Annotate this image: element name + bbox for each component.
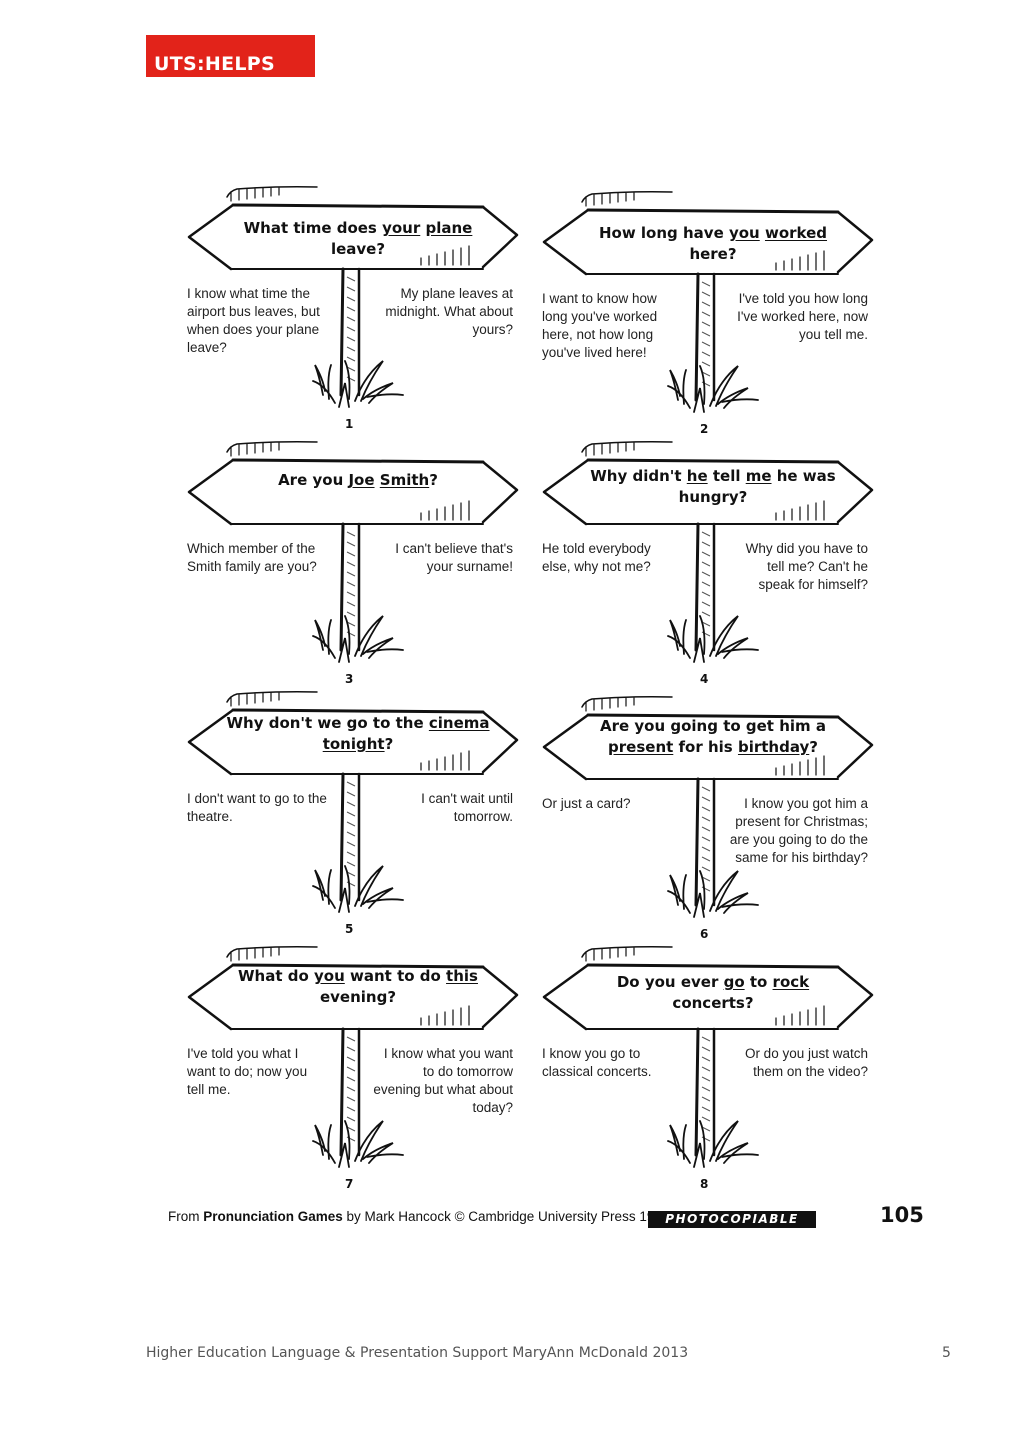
stressed-word: you xyxy=(728,224,760,242)
right-response: I can't believe that's your surname! xyxy=(395,541,513,574)
right-response: Why did you have to tell me? Can't he sp… xyxy=(745,541,868,592)
photocopiable-badge: PHOTOCOPIABLE xyxy=(648,1211,816,1228)
sign-question: Do you ever go to rock concerts? xyxy=(578,972,848,1014)
stressed-word: he xyxy=(686,467,708,485)
stressed-word: present xyxy=(608,738,674,756)
right-response: Or do you just watch them on the video? xyxy=(744,1046,868,1079)
signpost-card: Are you going to get him a present for h… xyxy=(538,695,878,941)
stressed-word: go xyxy=(723,973,745,991)
left-response: He told everybody else, why not me? xyxy=(542,541,651,574)
sign-question: Why didn't he tell me he was hungry? xyxy=(578,466,848,508)
left-response: I know what time the airport bus leaves,… xyxy=(187,286,320,355)
right-response: I know you got him a present for Christm… xyxy=(729,796,868,865)
book-page-number: 105 xyxy=(880,1203,924,1227)
stressed-word: you xyxy=(314,967,345,985)
question-text: ? xyxy=(429,471,438,489)
question-text: he was hungry? xyxy=(678,467,836,506)
right-response: I know what you want to do tomorrow even… xyxy=(373,1046,513,1115)
sign-number: 2 xyxy=(700,422,709,436)
sign-number: 7 xyxy=(345,1177,354,1191)
sign-question: What do you want to do this evening? xyxy=(223,966,493,1008)
logo-text: UTS:HELPS xyxy=(154,53,275,75)
question-text: want to do xyxy=(344,967,447,985)
signpost-drawing xyxy=(187,441,519,663)
sign-question: How long have you worked here? xyxy=(578,223,848,265)
right-response: My plane leaves at midnight. What about … xyxy=(385,286,513,337)
sign-question: Why don't we go to the cinema tonight? xyxy=(223,713,493,755)
sign-number: 5 xyxy=(345,922,354,936)
book-credit: From Pronunciation Games by Mark Hancock… xyxy=(168,1209,669,1224)
stressed-word: birthday xyxy=(737,738,810,756)
signpost-drawing xyxy=(187,946,519,1168)
credit-rest: by Mark Hancock © Cambridge University P… xyxy=(342,1209,670,1224)
question-text: ? xyxy=(809,738,818,756)
question-text: What time does xyxy=(243,219,383,237)
left-response: I want to know how long you've worked he… xyxy=(542,291,658,360)
question-text: What do xyxy=(238,967,315,985)
stressed-word: cinema xyxy=(428,714,490,732)
stressed-word: Joe xyxy=(348,471,375,489)
signpost-drawing xyxy=(542,946,874,1168)
signpost-drawing xyxy=(542,441,874,663)
question-text: ? xyxy=(384,735,394,753)
right-response: I've told you how long I've worked here,… xyxy=(737,291,868,342)
signpost-card: What do you want to do this evening? I've… xyxy=(183,945,523,1191)
stressed-word: rock xyxy=(772,973,810,991)
stressed-word: worked xyxy=(764,224,828,242)
question-text: Are you going to get him a xyxy=(599,717,826,735)
sign-number: 4 xyxy=(700,672,709,686)
sign-question: Are you going to get him a present for h… xyxy=(578,716,848,758)
sign-number: 3 xyxy=(345,672,354,686)
sign-question: Are you Joe Smith? xyxy=(223,470,493,491)
left-response: Which member of the Smith family are you… xyxy=(187,541,317,574)
uts-helps-logo: UTS:HELPS xyxy=(146,35,315,77)
left-response: I don't want to go to the theatre. xyxy=(187,791,327,824)
signpost-drawing xyxy=(187,186,519,408)
sign-number: 6 xyxy=(700,927,709,941)
question-text: evening? xyxy=(319,988,397,1006)
signpost-card: Why didn't he tell me he was hungry? He t… xyxy=(538,440,878,686)
left-response: I know you go to classical concerts. xyxy=(542,1046,652,1079)
question-text: Why don't we go to the xyxy=(226,714,429,732)
credit-book-title: Pronunciation Games xyxy=(203,1209,343,1224)
question-text: to xyxy=(744,973,773,991)
question-text: Are you xyxy=(278,471,349,489)
stressed-word: me xyxy=(745,467,772,485)
signpost-card: Are you Joe Smith? Which member of the Sm… xyxy=(183,440,523,686)
sign-question: What time does your plane leave? xyxy=(223,218,493,260)
signpost-card: Do you ever go to rock concerts? I know y… xyxy=(538,945,878,1191)
signpost-drawing xyxy=(542,191,874,413)
question-text: for his xyxy=(673,738,738,756)
signpost-drawing xyxy=(187,691,519,913)
question-text: Why didn't xyxy=(590,467,687,485)
right-response: I can't wait until tomorrow. xyxy=(421,791,513,824)
stressed-word: plane xyxy=(425,219,473,237)
signpost-card: How long have you worked here? I want to … xyxy=(538,190,878,436)
stressed-word: this xyxy=(446,967,478,985)
left-response: I've told you what I want to do; now you… xyxy=(187,1046,308,1097)
stressed-word: Smith xyxy=(379,471,430,489)
credit-from: From xyxy=(168,1209,204,1224)
stressed-word: your xyxy=(382,219,421,237)
sign-number: 8 xyxy=(700,1177,709,1191)
left-response: Or just a card? xyxy=(542,796,631,811)
sign-number: 1 xyxy=(345,417,354,431)
question-text: tell xyxy=(707,467,746,485)
stressed-word: tonight xyxy=(322,735,385,753)
question-text: leave? xyxy=(330,240,386,258)
signpost-card: What time does your plane leave? I know w… xyxy=(183,185,523,431)
signpost-drawing xyxy=(542,696,874,918)
footer-page-number: 5 xyxy=(942,1345,951,1361)
footer-text: Higher Education Language & Presentation… xyxy=(146,1345,689,1361)
question-text: How long have xyxy=(598,224,729,242)
question-text: here? xyxy=(689,245,737,263)
signpost-card: Why don't we go to the cinema tonight? I … xyxy=(183,690,523,936)
question-text: Do you ever xyxy=(616,973,724,991)
question-text: concerts? xyxy=(672,994,754,1012)
